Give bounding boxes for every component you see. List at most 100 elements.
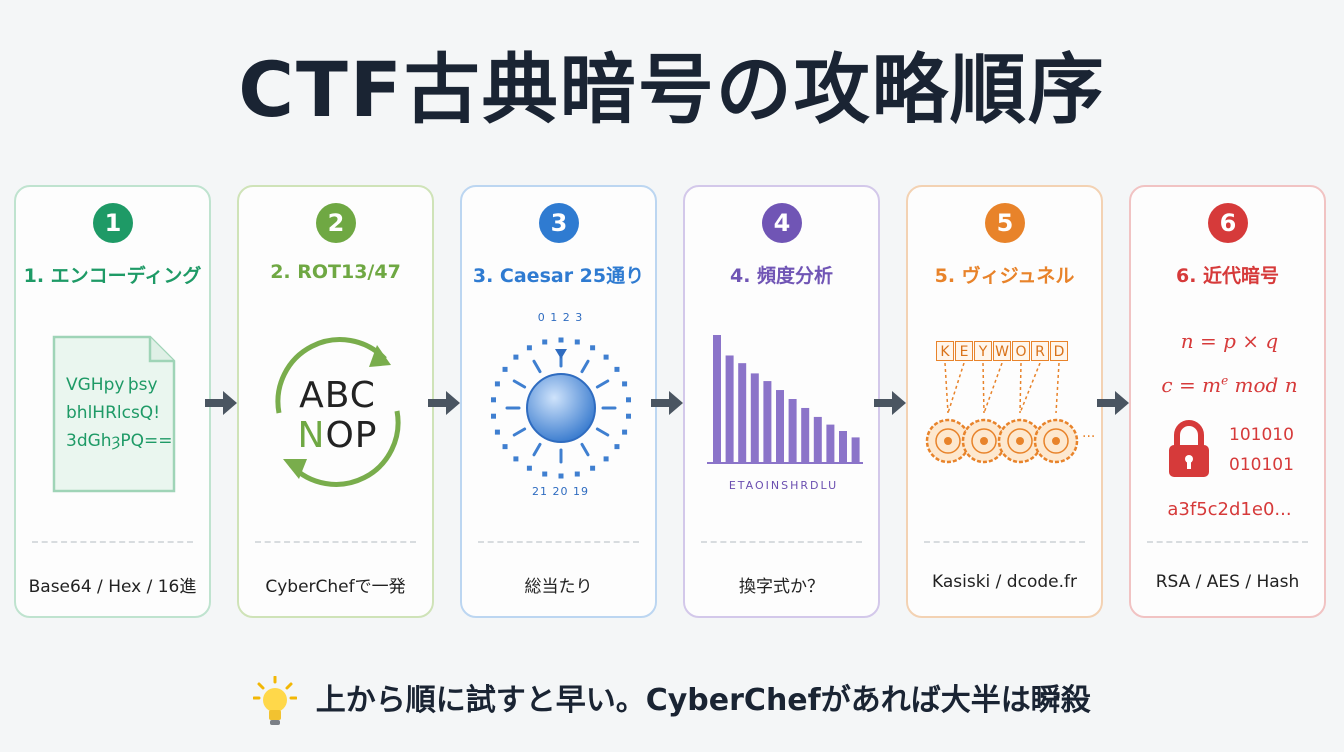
dial-tick (580, 442, 590, 457)
dial-mark (526, 345, 532, 351)
dial-mark (502, 366, 508, 372)
step-badge: 1 (93, 203, 133, 243)
keyword-letter: E (955, 341, 973, 361)
step-card-encoding: 1 1. エンコーディング VGHpy​ þsy bhlHRlcsQ! 3dGh… (14, 185, 211, 618)
frequency-bar (813, 416, 822, 463)
step-footer: Kasiski / dcode.fr (932, 572, 1077, 592)
dial-tick (512, 427, 527, 437)
dial-mark (614, 366, 620, 372)
frequency-bar (826, 424, 835, 463)
step-card-rot: 2 2. ROT13/47 ABC NOP CyberChefで一発 (237, 185, 434, 618)
gear-ring (935, 428, 961, 454)
step-title: 2. ROT13/47 (270, 261, 401, 283)
dial-mark (603, 456, 609, 462)
step-footer: RSA / AES / Hash (1155, 572, 1300, 592)
step-title: 6. 近代暗号 (1175, 265, 1280, 287)
frequency-illustration (685, 305, 882, 535)
dial-mark (494, 381, 500, 387)
connector-line (1019, 363, 1022, 414)
keyword-letter: W (993, 341, 1011, 361)
dial-mark (490, 397, 496, 403)
keyword-letter: R (1031, 341, 1049, 361)
step-badge: 5 (985, 203, 1025, 243)
gear-hub (980, 437, 988, 445)
gear-hub (1016, 437, 1024, 445)
step-card-modern: 6 6. 近代暗号 n = p × q c = me mod n 101010 … (1129, 185, 1326, 618)
binary-line: 101010 (1229, 425, 1294, 445)
dial-mark (558, 473, 564, 479)
connector-line (983, 363, 1003, 414)
connector-line (1019, 363, 1041, 414)
dial-tick (595, 379, 610, 389)
dial-mark (502, 444, 508, 450)
step-footer: 換字式か？ (739, 577, 824, 597)
divider (924, 541, 1085, 543)
frequency-bar (839, 431, 847, 463)
dial-mark (574, 471, 580, 477)
dial-tick (512, 379, 527, 389)
frequency-bar (750, 373, 759, 463)
dial-tick (595, 427, 610, 437)
encoded-line: bhlHRlcsQ! (66, 403, 161, 423)
frequency-bar (725, 355, 734, 463)
connector-line (944, 363, 949, 414)
step-footer: Base64 / Hex / 16進 (28, 577, 197, 597)
dial-top-numbers: 0 1 2 3 (537, 311, 584, 324)
divider (1147, 541, 1308, 543)
hex-string: a3f5c2d1e0... (1167, 499, 1292, 520)
frequency-bar (851, 437, 860, 463)
formula-part: mod n (1228, 373, 1298, 397)
step-badge: 4 (762, 203, 802, 243)
dial-mark (542, 339, 548, 345)
page-title: CTF古典暗号の攻略順序 (238, 45, 1106, 134)
dial-mark (622, 429, 628, 435)
divider (255, 541, 416, 543)
frequency-bar (788, 399, 797, 463)
step-title: 5. ヴィジュネル (934, 265, 1075, 287)
document-icon (52, 335, 176, 493)
connector-line (982, 363, 985, 414)
tip-text: 上から順に試すと早い。CyberChefがあれば大半は瞬殺 (315, 683, 1091, 718)
dial-mark (590, 465, 596, 471)
divider (32, 541, 193, 543)
dial-mark (626, 413, 632, 419)
step-badge: 2 (316, 203, 356, 243)
dial-mark (513, 456, 519, 462)
step-footer: 総当たり (524, 577, 593, 597)
keyword-letter: O (1012, 341, 1030, 361)
binary-line: 010101 (1229, 455, 1294, 475)
rotation-illustration: ABC NOP (239, 305, 436, 535)
dial-mark (558, 337, 564, 343)
document-illustration: VGHpy​ þsy bhlHRlcsQ! 3dGhȝPQ== (16, 305, 213, 535)
dial-mark (614, 444, 620, 450)
frequency-letters: ETAOINSHRDLU (728, 479, 839, 492)
rotated-letters: NOP (239, 415, 436, 456)
gear-hub (944, 437, 952, 445)
dial-tick (580, 359, 590, 374)
divider (478, 541, 639, 543)
gear-ring (1043, 428, 1069, 454)
dial-mark (590, 345, 596, 351)
encoded-line: VGHpy​ þsy (66, 375, 158, 395)
rsa-formula-c: c = me mod n (1131, 373, 1328, 397)
connector-line (947, 363, 965, 414)
step-card-caesar: 3 3. Caesar 25通り 0 1 2 3 21 20 19 総当たり (460, 185, 657, 618)
encoded-line: 3dGhȝPQ== (66, 431, 173, 451)
connector-line (1055, 363, 1060, 414)
ellipsis: ... (1082, 425, 1096, 441)
dial-mark (542, 471, 548, 477)
dial-mark (526, 465, 532, 471)
dial-mark (626, 397, 632, 403)
step-title: 3. Caesar 25通り (472, 265, 645, 287)
lightbulb-icon (252, 675, 298, 725)
arrow-right-icon (428, 391, 460, 415)
rsa-formula-n: n = p × q (1180, 329, 1279, 353)
lock-icon (1169, 420, 1209, 477)
arrow-right-icon (1097, 391, 1129, 415)
frequency-bars-icon (707, 335, 863, 464)
dial-illustration: 0 1 2 3 21 20 19 (462, 305, 659, 535)
gear-hub (1052, 437, 1060, 445)
